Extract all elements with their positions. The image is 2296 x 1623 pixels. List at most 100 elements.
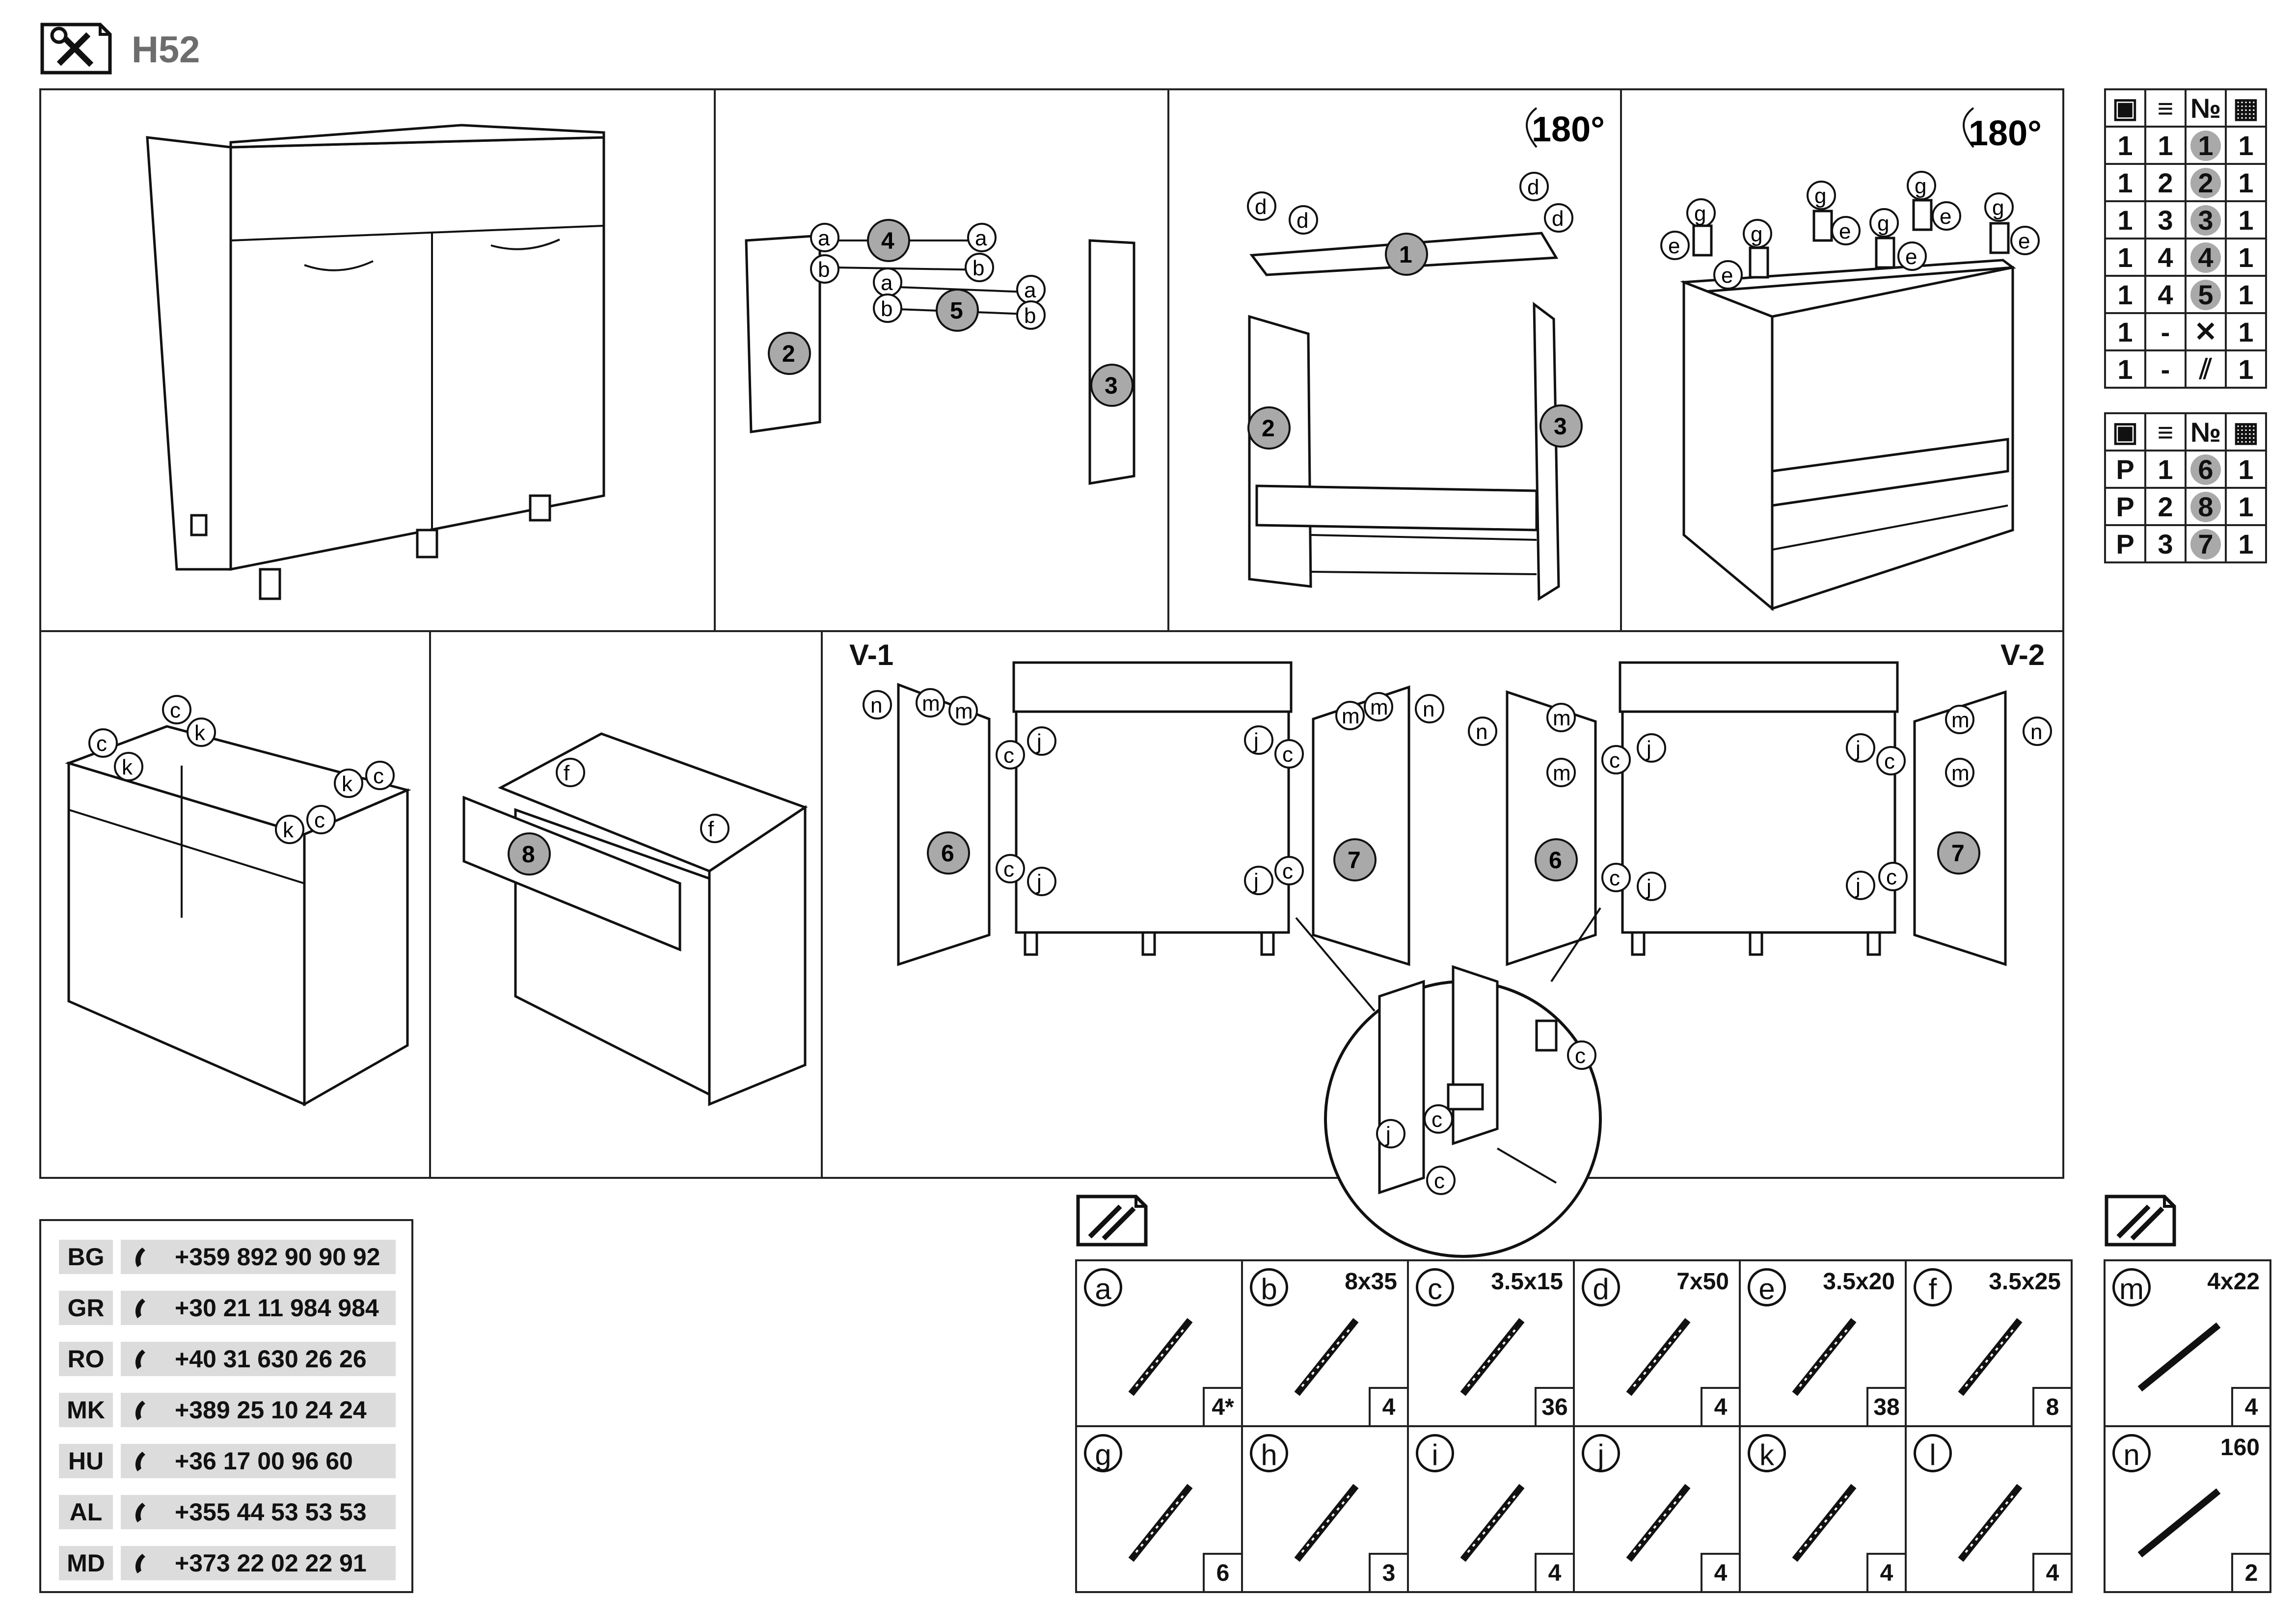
hardware-part-icon xyxy=(2137,1322,2221,1392)
svg-text:k: k xyxy=(122,755,133,779)
hardware-part-icon xyxy=(1294,1318,1359,1396)
phone-icon xyxy=(135,1350,145,1369)
hardware-part-icon xyxy=(1128,1484,1193,1562)
svg-text:k: k xyxy=(194,721,206,745)
hardware-letter: d xyxy=(1582,1268,1620,1306)
hardware-quantity: 4 xyxy=(1369,1387,1407,1425)
svg-text:m: m xyxy=(955,699,973,723)
part-3-label: 3 xyxy=(1105,373,1118,399)
divider xyxy=(39,630,2064,632)
hardware-part-icon xyxy=(1460,1484,1525,1562)
svg-text:m: m xyxy=(922,692,940,716)
svg-text:g: g xyxy=(1751,222,1762,246)
svg-text:n: n xyxy=(1476,720,1487,744)
tools-icon xyxy=(39,22,113,76)
hardware-size: 160 xyxy=(2220,1435,2260,1461)
svg-text:7: 7 xyxy=(1951,841,1965,867)
svg-text:6: 6 xyxy=(941,841,954,867)
svg-text:e: e xyxy=(1839,219,1851,243)
svg-text:e: e xyxy=(1668,234,1680,258)
svg-text:j: j xyxy=(1385,1122,1391,1146)
stack-icon: ≡ xyxy=(2144,412,2187,452)
svg-text:j: j xyxy=(1036,870,1042,894)
hardware-icon xyxy=(1075,1194,1149,1248)
svg-text:m: m xyxy=(1553,706,1571,730)
phone-icon xyxy=(135,1248,145,1267)
hardware-part-icon xyxy=(1626,1484,1691,1562)
divider xyxy=(714,88,716,631)
hardware-size: 7x50 xyxy=(1676,1269,1729,1295)
phone-icon xyxy=(135,1299,145,1318)
svg-text:a: a xyxy=(1024,278,1036,302)
hardware-icon xyxy=(2104,1194,2177,1248)
svg-text:180°: 180° xyxy=(1969,114,2042,153)
phone-number: +359 892 90 90 92 xyxy=(121,1240,396,1274)
svg-text:c: c xyxy=(314,808,325,832)
box-icon: ▣ xyxy=(2104,88,2146,128)
hardware-letter: e xyxy=(1748,1268,1786,1306)
svg-text:d: d xyxy=(1255,195,1267,219)
hardware-part-icon xyxy=(1958,1484,2023,1562)
part-2-label: 2 xyxy=(782,341,795,367)
svg-text:c: c xyxy=(1609,866,1620,890)
hardware-quantity: 36 xyxy=(1535,1387,1573,1425)
svg-text:c: c xyxy=(373,764,384,788)
hardware-icon: ⫽ xyxy=(2185,349,2227,389)
svg-text:b: b xyxy=(818,258,830,282)
hardware-part-icon xyxy=(1128,1318,1193,1396)
svg-text:n: n xyxy=(870,693,882,718)
svg-text:m: m xyxy=(1342,704,1360,728)
svg-text:m: m xyxy=(1951,761,1970,785)
svg-text:n: n xyxy=(1423,697,1434,721)
phone-icon xyxy=(135,1554,145,1573)
svg-text:f: f xyxy=(564,761,570,785)
divider xyxy=(1167,88,1169,631)
tools-icon: ✕ xyxy=(2185,312,2227,351)
svg-text:c: c xyxy=(1609,748,1620,772)
hardware-part-icon xyxy=(1460,1318,1525,1396)
phone-icon xyxy=(135,1452,145,1471)
svg-text:e: e xyxy=(2018,229,2030,253)
svg-text:j: j xyxy=(1036,730,1042,754)
svg-text:g: g xyxy=(1814,184,1826,208)
hardware-quantity: 8 xyxy=(2032,1387,2071,1425)
svg-text:k: k xyxy=(342,772,353,796)
hardware-quantity: 6 xyxy=(1203,1553,1241,1591)
svg-text:n: n xyxy=(2030,720,2042,744)
hardware-size: 8x35 xyxy=(1345,1269,1397,1295)
hardware-quantity: 4 xyxy=(2032,1553,2071,1591)
phone-number: +30 21 11 984 984 xyxy=(121,1291,396,1325)
svg-text:d: d xyxy=(1552,207,1564,231)
hardware-part-icon xyxy=(1958,1318,2023,1396)
svg-text:8: 8 xyxy=(522,842,535,868)
svg-text:a: a xyxy=(818,226,830,250)
hardware-size: 4x22 xyxy=(2207,1269,2260,1295)
svg-text:e: e xyxy=(1721,264,1733,288)
phone-icon xyxy=(135,1401,145,1420)
svg-text:g: g xyxy=(1915,174,1926,198)
hardware-part-icon xyxy=(1792,1484,1857,1562)
svg-text:c: c xyxy=(1575,1044,1586,1068)
part-4-label: 4 xyxy=(881,228,894,254)
svg-text:k: k xyxy=(283,818,294,842)
hardware-quantity: 4 xyxy=(1535,1553,1573,1591)
divider xyxy=(821,630,823,1179)
hardware-letter: b xyxy=(1250,1268,1288,1306)
illustration-frame xyxy=(39,88,2064,1179)
box-icon: ▣ xyxy=(2104,412,2146,452)
